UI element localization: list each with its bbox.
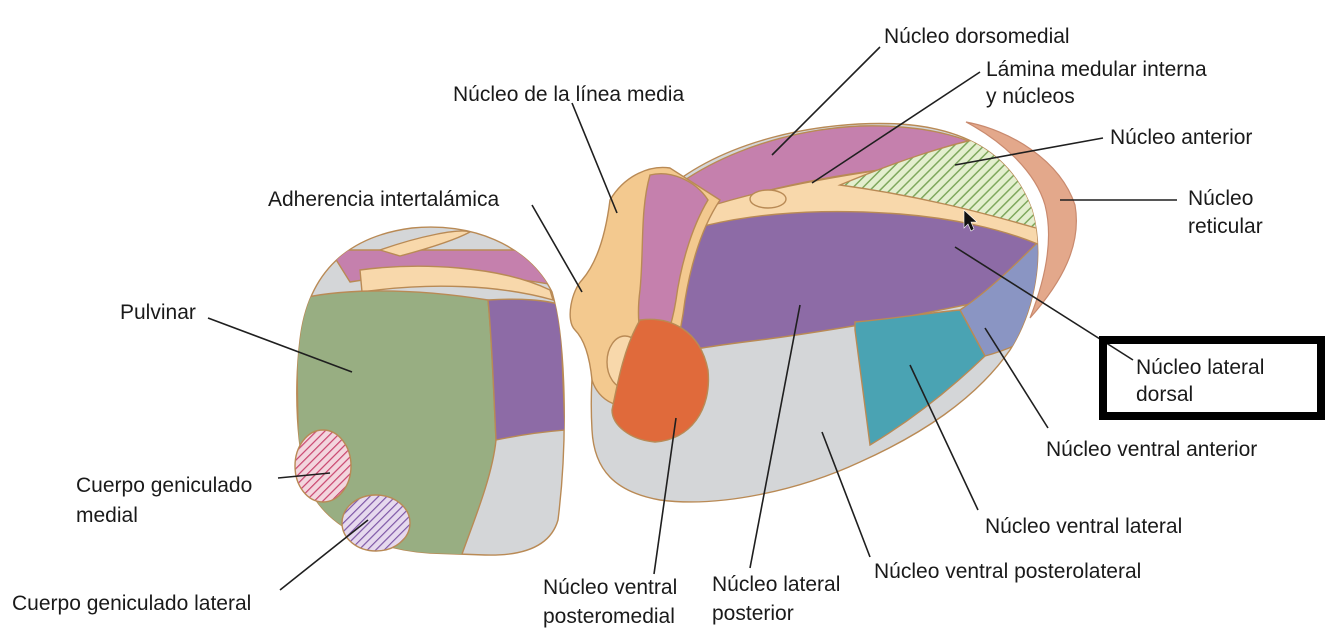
label-lamina-medular-line1: Lámina medular interna: [986, 58, 1207, 81]
labels: Núcleo dorsomedial Lámina medular intern…: [12, 25, 1264, 628]
label-ventral-anterior: Núcleo ventral anterior: [1046, 438, 1257, 461]
left-block-lamina-cap: [377, 230, 472, 257]
left-block-lateral-region: [487, 298, 565, 441]
reticular-nucleus-shell: [965, 121, 1077, 319]
medial-geniculate-body: [294, 429, 352, 503]
label-ventral-posteromedial-line1: Núcleo ventral: [543, 576, 677, 599]
label-lateral-posterior-line1: Núcleo lateral: [712, 573, 840, 596]
main-thalamus-block: [569, 122, 1039, 503]
ventral-lateral-region: [854, 309, 986, 447]
label-nucleo-reticular-line2: reticular: [1188, 215, 1263, 238]
label-lamina-medular-line2: y núcleos: [986, 85, 1075, 108]
label-pulvinar: Pulvinar: [120, 301, 196, 324]
label-nucleo-reticular-line1: Núcleo: [1188, 187, 1253, 210]
ventral-posteromedial-region: [611, 318, 710, 443]
mouse-cursor-icon: [963, 209, 978, 232]
label-lateral-dorsal-line1: Núcleo lateral: [1136, 356, 1264, 379]
leader-lines: [207, 46, 1177, 591]
lamina-small-oval: [749, 189, 787, 209]
label-geniculado-medial-line2: medial: [76, 504, 138, 527]
posterior-thalamus-block: [294, 226, 565, 556]
label-geniculado-medial-line1: Cuerpo geniculado: [76, 474, 252, 497]
highlight-box: [1099, 336, 1325, 420]
label-geniculado-lateral: Cuerpo geniculado lateral: [12, 592, 251, 615]
label-ventral-posteromedial-line2: posteromedial: [543, 605, 675, 628]
lateral-geniculate-body: [341, 494, 411, 552]
label-nucleo-anterior: Núcleo anterior: [1110, 126, 1252, 149]
label-lateral-dorsal-line2: dorsal: [1136, 383, 1193, 406]
label-adherencia-intertalamica: Adherencia intertalámica: [268, 188, 499, 211]
left-block-lamina-top: [359, 265, 555, 302]
label-ventral-posterolateral: Núcleo ventral posterolateral: [874, 560, 1141, 583]
label-ventral-lateral: Núcleo ventral lateral: [985, 515, 1182, 538]
label-nucleo-linea-media: Núcleo de la línea media: [453, 83, 684, 106]
label-lateral-posterior-line2: posterior: [712, 602, 794, 625]
label-nucleo-dorsomedial: Núcleo dorsomedial: [884, 25, 1070, 48]
